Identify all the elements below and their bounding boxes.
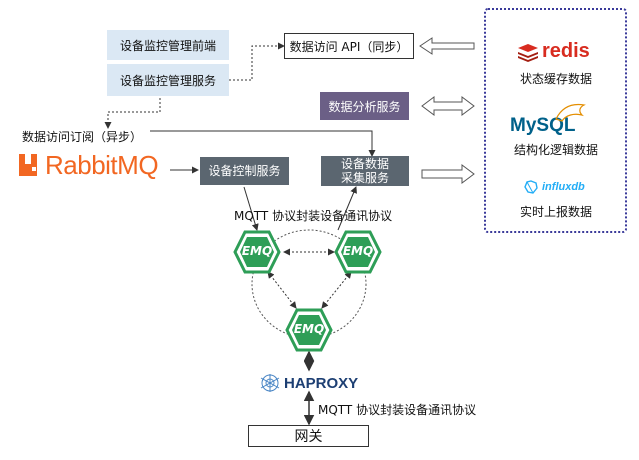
emq-text: EMQ: [342, 244, 374, 258]
emq-cluster-ring: [251, 229, 367, 339]
analysis-box: 数据分析服务: [320, 92, 409, 120]
influxdb-caption: 实时上报数据: [519, 205, 592, 219]
backend-label: 设备监控管理服务: [119, 73, 216, 88]
rabbitmq-icon: [19, 154, 37, 176]
redis-icon: [518, 43, 538, 62]
rabbitmq-wordmark: RabbitMQ: [45, 149, 159, 180]
backend-to-subscribe-connector: [104, 98, 161, 129]
control-box: 设备控制服务: [200, 157, 289, 185]
dolphin-icon: [555, 103, 586, 122]
control-to-emq-arrow: [243, 186, 259, 231]
emq-node-bottom: EMQ: [285, 308, 333, 356]
gateway-box: 网关: [248, 425, 369, 447]
emq-node-right: EMQ: [334, 230, 382, 278]
subscribe-label: 数据访问订阅（异步）: [22, 130, 143, 144]
rabbit-to-collect-line: [150, 130, 376, 157]
haproxy-wordmark: HAPROXY: [284, 374, 359, 392]
collect-label-line1: 设备数据: [340, 157, 389, 171]
data-api-box: 数据访问 API（同步）: [284, 33, 414, 59]
redis-logo: redis: [516, 40, 590, 63]
haproxy-icon: [260, 374, 280, 392]
gateway-label: 网关: [294, 429, 323, 445]
emq-hexagon-icon: [334, 230, 382, 274]
influxdb-wordmark: influxdb: [542, 181, 585, 193]
collect-label-line2: 采集服务: [340, 171, 389, 185]
storage-panel: redis 状态缓存数据 MySQL 结构化逻辑数据 influxdb 实时上报…: [484, 8, 627, 233]
mqtt-top-label: MQTT 协议封装设备通讯协议: [234, 209, 393, 223]
analysis-storage-double-arrow: [421, 96, 475, 116]
backend-to-api-connector: [229, 42, 285, 81]
api-from-storage-arrow: [419, 37, 475, 55]
mqtt-bottom-label: MQTT 协议封装设备通讯协议: [318, 403, 477, 417]
data-api-label: 数据访问 API（同步）: [289, 39, 409, 54]
emq-hexagon-icon: [233, 230, 281, 274]
mysql-caption: 结构化逻辑数据: [513, 143, 598, 157]
control-label: 设备控制服务: [208, 164, 281, 178]
emq-hexagon-icon: [285, 308, 333, 352]
frontend-box: 设备监控管理前端: [107, 30, 229, 60]
influxdb-icon: [524, 180, 538, 194]
backend-box: 设备监控管理服务: [107, 64, 229, 96]
influxdb-logo: influxdb: [524, 180, 585, 194]
analysis-label: 数据分析服务: [328, 99, 401, 114]
rabbitmq-logo: RabbitMQ: [17, 149, 159, 180]
collect-to-storage-arrow: [421, 164, 475, 184]
emq-to-collect-arrow: [337, 186, 357, 231]
frontend-label: 设备监控管理前端: [119, 38, 216, 53]
redis-wordmark: redis: [542, 40, 590, 62]
redis-caption: 状态缓存数据: [519, 72, 592, 86]
haproxy-logo: HAPROXY: [259, 373, 358, 393]
emq-node-left: EMQ: [233, 230, 281, 278]
collect-box: 设备数据 采集服务: [321, 156, 409, 186]
emq-text: EMQ: [241, 244, 273, 258]
emq-text: EMQ: [293, 322, 325, 336]
mysql-logo: MySQL: [510, 103, 586, 137]
